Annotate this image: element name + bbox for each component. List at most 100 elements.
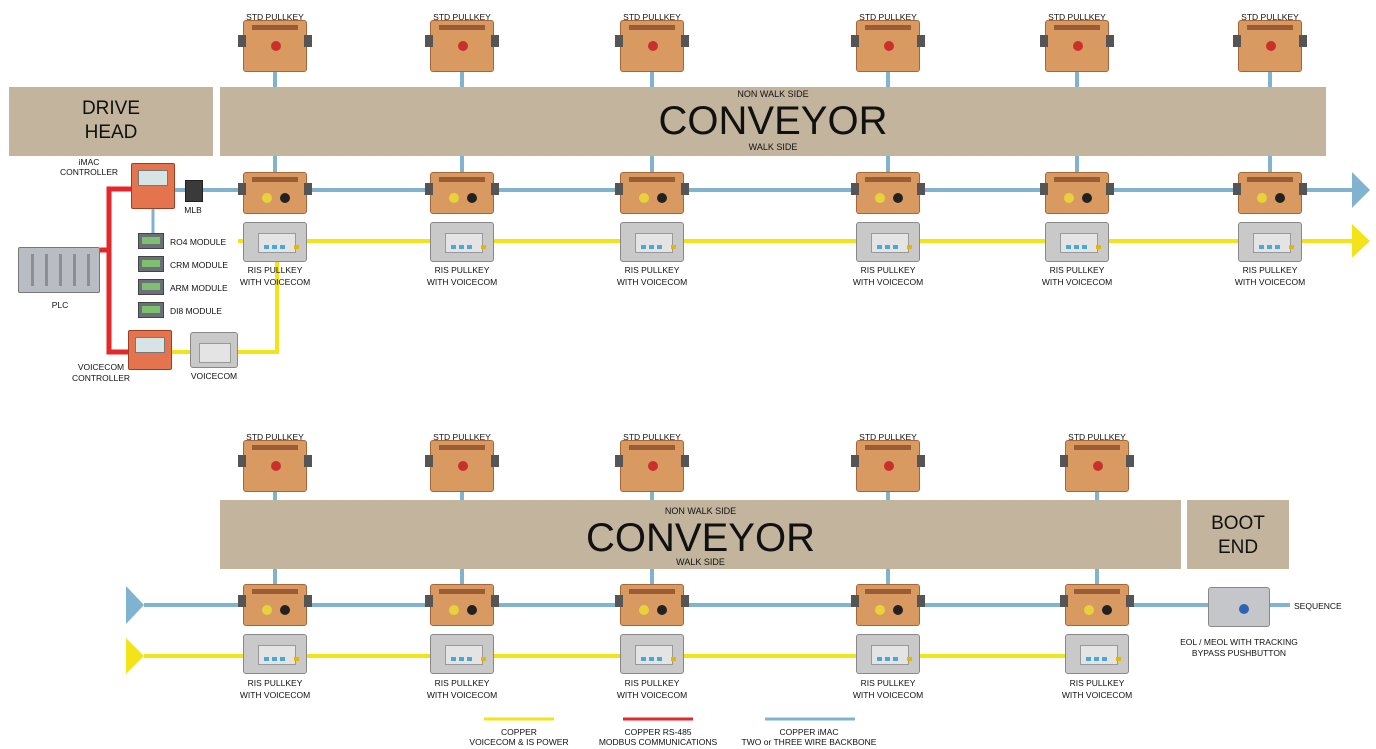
drive-head-label-line1: DRIVE [81,98,141,119]
top-std-pullkey-device-6 [1233,20,1307,72]
top-ris-pullkey-label1-1: RIS PULLKEY [247,265,303,275]
bottom-blue-arrow [126,586,144,624]
legend-red-line1: COPPER RS-485 [624,727,692,737]
imac-controller-device [131,163,175,209]
conveyor-top-walk-side: WALK SIDE [748,142,798,152]
bottom-walk-pullkey-device-2 [425,584,499,626]
imac-controller-label-line1: iMAC [78,157,100,167]
voicecom-label: VOICECOM [190,371,238,381]
bottom-ris-pullkey-label1-2: RIS PULLKEY [434,678,490,688]
top-ris-pullkey-label2-6: WITH VOICECOM [1234,277,1306,287]
top-ris-pullkey-label1-6: RIS PULLKEY [1242,265,1298,275]
eol-label-line1: EOL / MEOL WITH TRACKING [1180,637,1298,647]
bottom-ris-pullkey-label2-1: WITH VOICECOM [239,690,311,700]
top-ris-pullkey-label2-3: WITH VOICECOM [616,277,688,287]
ro4-module-icon [138,233,164,249]
top-ris-pullkey-device-4 [856,222,920,262]
bottom-std-pullkey-device-4 [851,440,925,492]
imac-controller-label-line2: CONTROLLER [59,167,119,177]
conveyor-bottom-title: CONVEYOR [586,516,815,560]
legend-blue-line2: TWO or THREE WIRE BACKBONE [741,737,877,747]
top-ris-pullkey-label1-4: RIS PULLKEY [860,265,916,275]
bottom-ris-pullkey-label1-4: RIS PULLKEY [860,678,916,688]
eol-label-line2: BYPASS PUSHBUTTON [1191,648,1287,658]
crm-module-label: CRM MODULE [170,260,229,270]
top-walk-pullkey-device-5 [1040,172,1114,214]
top-yellow-arrow [1352,224,1370,258]
mlb-device [185,180,203,202]
bottom-ris-pullkey-device-5 [1065,634,1129,674]
bottom-ris-pullkey-label2-4: WITH VOICECOM [852,690,924,700]
bottom-walk-pullkey-device-5 [1060,584,1134,626]
voicecom-yellow-feed [238,241,279,354]
top-ris-pullkey-device-3 [620,222,684,262]
top-ris-pullkey-device-6 [1238,222,1302,262]
voicecom-controller-label-line1: VOICECOM [77,362,125,372]
top-blue-arrow [1352,172,1370,208]
crm-module-icon [138,256,164,272]
top-ris-pullkey-label2-2: WITH VOICECOM [426,277,498,287]
bottom-std-pullkey-label-3: STD PULLKEY [623,432,681,442]
top-walk-pullkey-device-1 [238,172,312,214]
top-std-pullkey-label-3: STD PULLKEY [623,12,681,22]
legend-yellow-line1: COPPER [501,727,537,737]
top-ris-pullkey-label2-4: WITH VOICECOM [852,277,924,287]
bottom-ris-pullkey-device-2 [430,634,494,674]
drive-head-box: DRIVE HEAD [9,87,213,156]
bottom-ris-pullkey-device-3 [620,634,684,674]
bottom-ris-pullkey-label2-3: WITH VOICECOM [616,690,688,700]
top-ris-pullkey-device-1 [243,222,307,262]
bottom-ris-pullkey-label1-1: RIS PULLKEY [247,678,303,688]
arm-module-label: ARM MODULE [170,283,228,293]
bottom-yellow-arrow [126,638,144,674]
plc-label: PLC [51,300,69,310]
top-std-pullkey-label-4: STD PULLKEY [859,12,917,22]
bottom-walk-pullkey-device-3 [615,584,689,626]
arm-module-icon [138,279,164,295]
boot-end-box: BOOT END [1187,500,1289,569]
voicecom-controller-label-line2: CONTROLLER [71,373,131,383]
top-ris-pullkey-label1-2: RIS PULLKEY [434,265,490,275]
top-std-pullkey-device-5 [1040,20,1114,72]
top-std-pullkey-label-5: STD PULLKEY [1048,12,1106,22]
sequence-label: SEQUENCE [1294,601,1342,611]
top-walk-pullkey-device-3 [615,172,689,214]
top-ris-pullkey-device-5 [1045,222,1109,262]
conveyor-top-title: CONVEYOR [658,99,888,143]
legend-blue-line1: COPPER iMAC [779,727,839,737]
rs485-red-line [106,186,131,355]
top-std-pullkey-label-2: STD PULLKEY [433,12,491,22]
top-ris-pullkey-label1-5: RIS PULLKEY [1049,265,1105,275]
legend-red-line2: MODBUS COMMUNICATIONS [598,737,718,747]
top-std-pullkey-device-4 [851,20,925,72]
conveyor-top-box: NON WALK SIDE CONVEYOR WALK SIDE [220,87,1326,156]
di8-module-label: DI8 MODULE [170,306,222,316]
top-ris-pullkey-label2-1: WITH VOICECOM [239,277,311,287]
boot-end-label-line2: END [1217,537,1259,558]
top-std-pullkey-label-1: STD PULLKEY [246,12,304,22]
bottom-walk-pullkey-device-4 [851,584,925,626]
plc-device [18,247,100,293]
top-walk-pullkey-device-2 [425,172,499,214]
bottom-ris-pullkey-device-1 [243,634,307,674]
bottom-ris-pullkey-label2-2: WITH VOICECOM [426,690,498,700]
bottom-std-pullkey-label-4: STD PULLKEY [859,432,917,442]
di8-module-icon [138,302,164,318]
bottom-std-pullkey-label-1: STD PULLKEY [246,432,304,442]
conveyor-bottom-non-walk-side: NON WALK SIDE [664,506,737,516]
voicecom-controller-device [128,330,172,370]
boot-end-label-line1: BOOT [1211,513,1265,534]
bottom-std-pullkey-label-2: STD PULLKEY [433,432,491,442]
bottom-ris-pullkey-label1-5: RIS PULLKEY [1069,678,1125,688]
top-ris-pullkey-device-2 [430,222,494,262]
top-walk-pullkey-device-6 [1233,172,1307,214]
bottom-ris-pullkey-label2-5: WITH VOICECOM [1061,690,1133,700]
eol-meol-device [1208,587,1270,627]
conveyor-bottom-walk-side: WALK SIDE [676,557,725,567]
top-std-pullkey-label-6: STD PULLKEY [1241,12,1299,22]
top-std-pullkey-device-1 [238,20,312,72]
top-ris-pullkey-label1-3: RIS PULLKEY [624,265,680,275]
voicecom-device [190,332,238,368]
bottom-walk-pullkey-device-1 [238,584,312,626]
